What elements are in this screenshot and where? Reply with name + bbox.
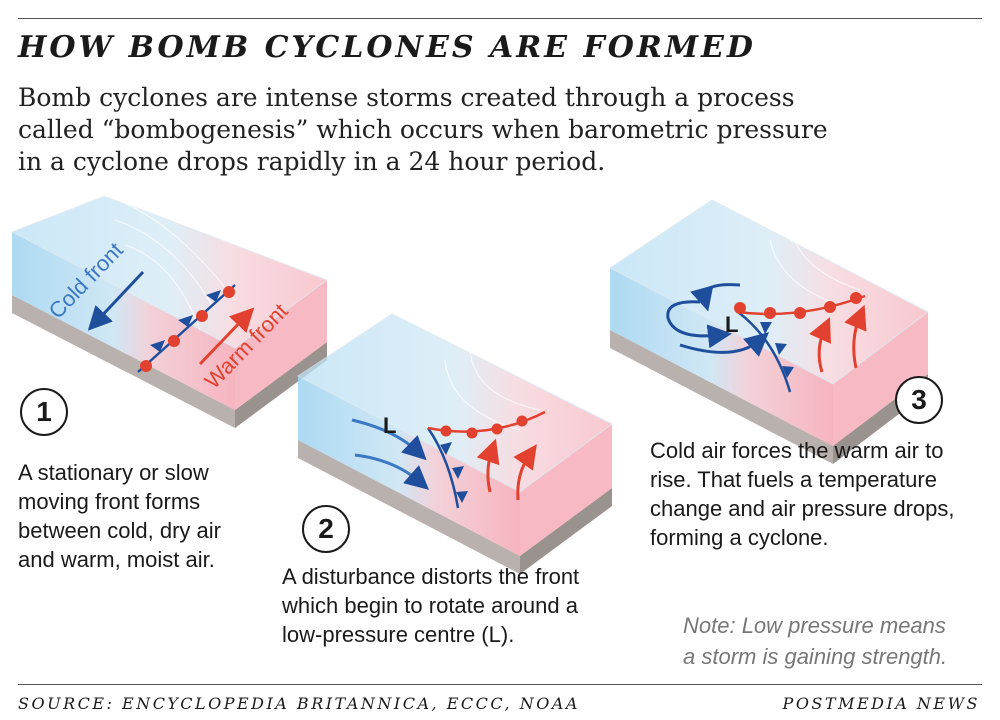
warm-front-semicircle: [196, 310, 208, 322]
intro-line: Bomb cyclones are intense storms created…: [18, 83, 795, 112]
page-title: HOW BOMB CYCLONES ARE FORMED: [18, 30, 756, 65]
wind-line: [124, 244, 201, 331]
warm-front-semicircle: [491, 423, 503, 435]
cold-front-triangle: [178, 315, 193, 327]
warm-front-semicircle: [223, 286, 235, 298]
air-mass-front-face: [12, 232, 235, 410]
step-3-line: change and air pressure drops,: [650, 496, 955, 521]
cold-air-arrow: [666, 300, 732, 349]
step-1-number: 1: [20, 388, 68, 436]
note-line: a storm is gaining strength.: [683, 644, 948, 669]
step-2-number: 2: [302, 505, 350, 553]
stationary-front-line: [137, 284, 236, 373]
step-3-line: Cold air forces the warm air to: [650, 438, 944, 463]
cold-front-triangle: [760, 322, 772, 334]
warm-front-semicircle: [466, 427, 478, 439]
block-2: L: [297, 313, 613, 574]
step-1-text: A stationary or slow moving front forms …: [18, 458, 221, 574]
wind-line: [114, 219, 216, 311]
publisher-credit: POSTMEDIA NEWS: [782, 694, 980, 713]
warm-front-semicircle: [168, 335, 180, 347]
cold-front-line: [737, 311, 792, 393]
bottom-rule: [18, 684, 982, 685]
intro-line: in a cyclone drops rapidly in a 24 hour …: [18, 147, 606, 176]
step-1-line: moving front forms: [18, 489, 201, 514]
ground-slab: [298, 440, 520, 574]
cold-air-arrow: [351, 418, 427, 461]
source-credit: SOURCE: ENCYCLOPEDIA BRITANNICA, ECCC, N…: [18, 694, 580, 713]
warm-front-semicircle: [440, 425, 452, 437]
intro-text: Bomb cyclones are intense storms created…: [18, 82, 978, 178]
step-3-line: forming a cyclone.: [650, 525, 829, 550]
cold-air-arrow: [354, 453, 430, 490]
air-mass-side-face: [520, 424, 612, 556]
step-3-line: rise. That fuels a temperature: [650, 467, 937, 492]
warm-air-arrow: [198, 307, 255, 366]
ground-slab: [520, 488, 612, 574]
step-2-line: A disturbance distorts the front: [282, 564, 580, 589]
top-rule: [18, 18, 982, 19]
cold-front-triangle: [456, 491, 468, 503]
ground-slab: [235, 342, 327, 428]
warm-air-arrow: [844, 304, 867, 369]
step-1-line: and warm, moist air.: [18, 547, 215, 572]
wind-line: [789, 227, 861, 291]
air-mass-side-face: [235, 280, 327, 410]
step-3-text: Cold air forces the warm air to rise. Th…: [650, 436, 955, 552]
cold-front-triangle: [440, 442, 452, 455]
warm-air-arrow: [513, 444, 537, 501]
step-1-line: A stationary or slow: [18, 460, 209, 485]
ground-slab: [12, 295, 235, 428]
step-3-number: 3: [895, 376, 943, 424]
cold-front-triangle: [150, 340, 165, 352]
intro-line: called “bombogenesis” which occurs when …: [18, 115, 828, 144]
block-1: Cold front Warm front: [10, 195, 329, 428]
warm-air-arrow: [476, 438, 500, 493]
cold-front-line: [426, 427, 460, 509]
block-3: L: [609, 199, 929, 464]
step-2-text: A disturbance distorts the front which b…: [282, 562, 579, 649]
warm-front-semicircle: [734, 302, 746, 314]
step-2-line: which begin to rotate around a: [282, 593, 578, 618]
low-pressure-marker: L: [383, 413, 396, 438]
warm-front-semicircle: [824, 301, 836, 313]
warm-front-semicircle: [794, 307, 806, 319]
cold-air-arrow: [690, 283, 741, 312]
note-text: Note: Low pressure means a storm is gain…: [683, 610, 947, 672]
cold-front-triangle: [206, 290, 221, 302]
note-line: Note: Low pressure means: [683, 613, 946, 638]
warm-front-semicircle: [516, 415, 528, 427]
cold-front-triangle: [452, 466, 464, 479]
step-1-line: between cold, dry air: [18, 518, 221, 543]
warm-front-semicircle: [764, 307, 776, 319]
cold-front-triangle: [775, 343, 787, 355]
wind-line: [769, 239, 841, 306]
warm-front-semicircle: [140, 360, 152, 372]
warm-air-arrow: [809, 317, 831, 373]
cold-front-triangle: [782, 366, 794, 378]
cold-air-arrow: [679, 332, 770, 357]
wind-line: [469, 344, 541, 411]
air-mass-front-face: [610, 268, 833, 446]
step-2-line: low-pressure centre (L).: [282, 622, 515, 647]
air-mass-side-face: [833, 312, 928, 446]
warm-front-semicircle: [850, 292, 862, 304]
low-pressure-marker: L: [725, 312, 738, 337]
cold-air-arrow: [87, 270, 145, 331]
ground-slab: [610, 330, 833, 464]
wind-line: [104, 195, 236, 301]
